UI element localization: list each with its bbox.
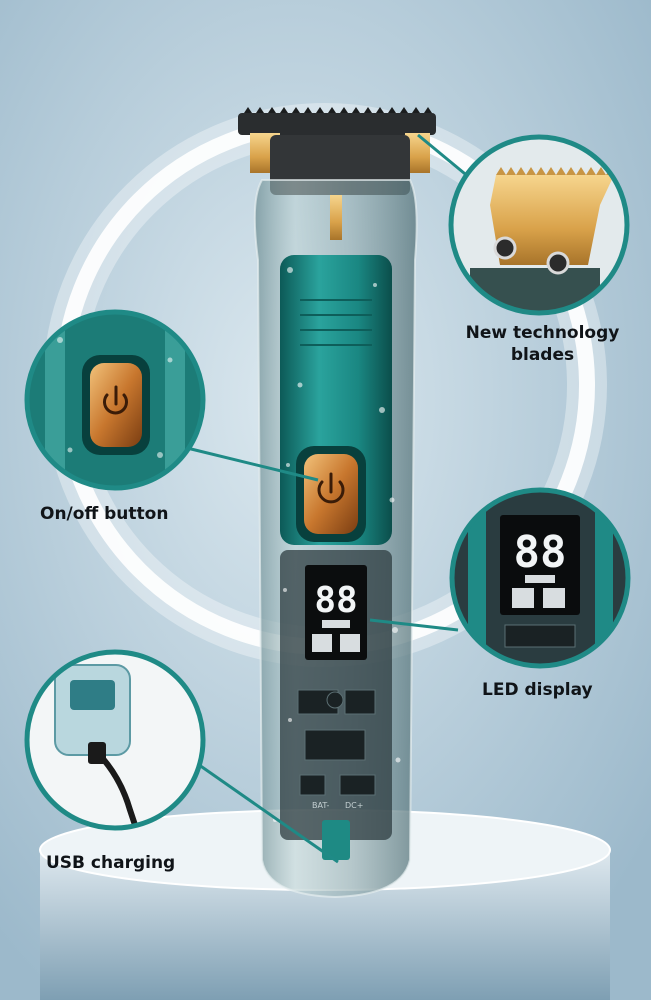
usb-zoom-circle: [24, 649, 206, 831]
lcd-digits: 88: [314, 580, 357, 621]
power-icon: [317, 472, 345, 504]
usb-cable-icon: [27, 652, 203, 828]
blade-zoom-circle: [448, 134, 630, 316]
pcb-text-1: BAT-: [312, 801, 329, 810]
display-label: LED display: [482, 680, 593, 700]
power-button: [296, 446, 366, 542]
motor-post: [330, 195, 342, 240]
blades-label-line1: New technology: [465, 323, 620, 343]
blades-label-line2: blades: [510, 345, 575, 365]
callout-lines: [186, 133, 471, 864]
pcb-text-2: DC+: [345, 801, 363, 810]
hair-clipper: 88 BAT- DC+: [238, 107, 436, 899]
lcd-zoom-circle: 88: [449, 487, 631, 669]
usb-port: [322, 820, 350, 860]
lcd-icon: 88: [452, 490, 628, 666]
lcd-zoom-digits: 88: [514, 527, 567, 578]
power-label: On/off button: [40, 504, 169, 524]
blades-label: New technology blades: [455, 322, 630, 366]
power-zoom-circle: [24, 309, 206, 491]
usb-label: USB charging: [46, 853, 176, 873]
blade-icon: [490, 167, 616, 275]
